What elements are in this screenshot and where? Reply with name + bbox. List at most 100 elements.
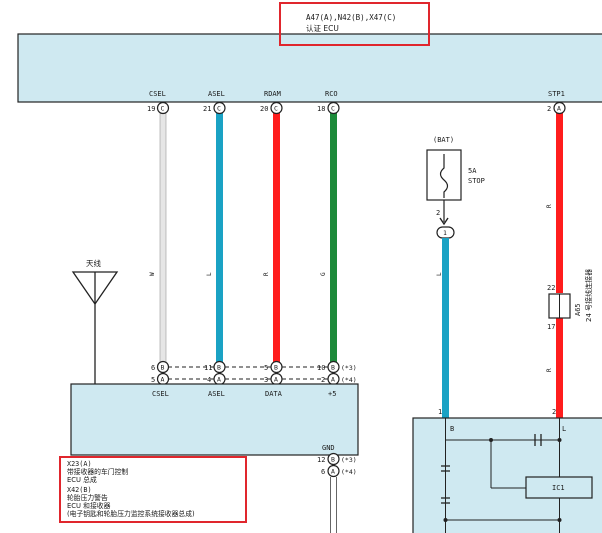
fuse-rating: 5A xyxy=(468,167,477,175)
receiver-name-asel: ASEL xyxy=(208,390,225,398)
svg-text:C: C xyxy=(161,105,165,113)
receiver-pin-plus5: 10 B (*3) 2 A (*4) xyxy=(317,360,357,386)
pin-name-rdam: RDAM xyxy=(264,90,281,98)
svg-text:4: 4 xyxy=(207,376,211,384)
receiver-label-highlight xyxy=(59,456,247,523)
svg-text:(*3): (*3) xyxy=(341,364,357,372)
right-box-pin-right: 2 xyxy=(552,408,556,416)
receiver-label-3: ECU 总成 xyxy=(67,475,97,484)
svg-text:19: 19 xyxy=(147,105,155,113)
wire-stp1-red-lower xyxy=(556,318,563,418)
receiver-name-data: DATA xyxy=(265,390,283,398)
svg-text:6: 6 xyxy=(321,468,325,476)
svg-text:A: A xyxy=(331,468,335,476)
svg-text:A: A xyxy=(331,376,335,384)
receiver-pin-asel: 11 B 4 A xyxy=(204,360,226,386)
antenna-symbol: 天线 xyxy=(71,258,119,384)
svg-text:2: 2 xyxy=(321,376,325,384)
svg-text:(*4): (*4) xyxy=(341,468,357,476)
receiver-pin-data: 5 B 3 A xyxy=(264,360,283,386)
receiver-name-csel: CSEL xyxy=(152,390,169,398)
wire-letter-rco: G xyxy=(320,272,327,276)
top-pin-stp1: 2 A xyxy=(547,101,566,115)
fuse-stop: (BAT) 5A STOP 2 1 xyxy=(426,136,485,239)
top-pin-rdam: 20 C xyxy=(260,101,283,115)
receiver-connector-rows xyxy=(168,366,328,380)
pin-name-csel: CSEL xyxy=(149,90,166,98)
wire-letter-junction-below: R xyxy=(546,368,553,372)
wire-letter-csel: W xyxy=(149,272,156,276)
wire-letter-fuse: L xyxy=(436,272,443,276)
junction-name: 24 号接线连接器 xyxy=(584,269,593,322)
top-pin-rco: 18 C xyxy=(317,101,340,115)
junction-pin-bottom: 17 xyxy=(547,323,555,331)
svg-text:B: B xyxy=(331,456,335,464)
right-box-pin-left: 1 xyxy=(438,408,442,416)
receiver-name-plus5: +5 xyxy=(328,390,336,398)
wire-letter-asel: L xyxy=(206,272,213,276)
top-pin-asel: 21 C xyxy=(203,101,226,115)
svg-text:12: 12 xyxy=(317,456,325,464)
fuse-source: (BAT) xyxy=(433,136,454,144)
svg-text:(*4): (*4) xyxy=(341,376,357,384)
svg-text:20: 20 xyxy=(260,105,268,113)
fuse-name: STOP xyxy=(468,177,485,185)
right-box-label-b: B xyxy=(450,425,454,433)
svg-text:C: C xyxy=(331,105,335,113)
wire-rdam-red xyxy=(273,113,280,363)
right-circuit-box: 1 2 B L IC1 xyxy=(412,408,602,533)
svg-text:18: 18 xyxy=(317,105,325,113)
pin-name-rco: RCO xyxy=(325,90,338,98)
right-box-ic-label: IC1 xyxy=(552,484,565,492)
receiver-label-2: 带接收器的车门控制 xyxy=(67,467,128,476)
svg-text:B: B xyxy=(331,364,335,372)
pin-name-asel: ASEL xyxy=(208,90,225,98)
junction-connector: 22 17 A65 24 号接线连接器 xyxy=(547,269,593,331)
receiver-name-gnd: GND xyxy=(322,444,335,452)
fuse-conn-pin: 1 xyxy=(443,229,447,237)
svg-text:B: B xyxy=(217,364,221,372)
svg-text:11: 11 xyxy=(204,364,212,372)
junction-pin-top: 22 xyxy=(547,284,555,292)
wire-letter-rdam: R xyxy=(263,272,270,276)
receiver-label-1: X23(A) xyxy=(67,460,92,468)
wire-fuse-blue xyxy=(442,238,449,418)
top-label-highlight xyxy=(279,2,430,46)
svg-text:6: 6 xyxy=(151,364,155,372)
top-pin-csel: 19 C xyxy=(147,101,170,115)
svg-text:B: B xyxy=(161,364,165,372)
svg-text:21: 21 xyxy=(203,105,211,113)
junction-code: A65 xyxy=(574,303,582,316)
antenna-label: 天线 xyxy=(86,258,101,268)
svg-text:10: 10 xyxy=(317,364,325,372)
svg-text:(*3): (*3) xyxy=(341,456,357,464)
svg-text:5: 5 xyxy=(264,364,268,372)
receiver-label-7: (电子钥匙和轮胎压力监控系统接收器总成) xyxy=(67,509,195,518)
receiver-label-5: 轮胎压力警告 xyxy=(67,493,108,502)
wire-csel-white xyxy=(159,112,167,364)
wire-asel-blue xyxy=(216,113,223,363)
receiver-label-6: ECU 和接收器 xyxy=(67,501,111,510)
svg-text:B: B xyxy=(274,364,278,372)
fuse-pin-out: 2 xyxy=(436,209,440,217)
svg-text:A: A xyxy=(274,376,278,384)
wire-letter-stp1: R xyxy=(546,204,553,208)
svg-text:C: C xyxy=(217,105,221,113)
receiver-label-4: X42(B) xyxy=(67,486,92,494)
receiver-pin-csel: 6 B 5 A xyxy=(151,360,170,386)
receiver-pin-gnd: 12 B (*3) 6 A (*4) xyxy=(317,452,357,533)
svg-text:5: 5 xyxy=(151,376,155,384)
svg-text:3: 3 xyxy=(264,376,268,384)
svg-text:A: A xyxy=(557,105,561,113)
svg-text:2: 2 xyxy=(547,105,551,113)
wire-rco-green xyxy=(330,113,337,363)
top-label-line1: A47(A),N42(B),X47(C) xyxy=(306,13,396,22)
pin-name-stp1: STP1 xyxy=(548,90,565,98)
right-box-label-l: L xyxy=(562,425,566,433)
svg-text:A: A xyxy=(217,376,221,384)
top-label-line2: 认证 ECU xyxy=(306,23,339,33)
receiver-body xyxy=(70,383,359,456)
svg-text:C: C xyxy=(274,105,278,113)
wire-stp1-red-upper xyxy=(556,113,563,293)
